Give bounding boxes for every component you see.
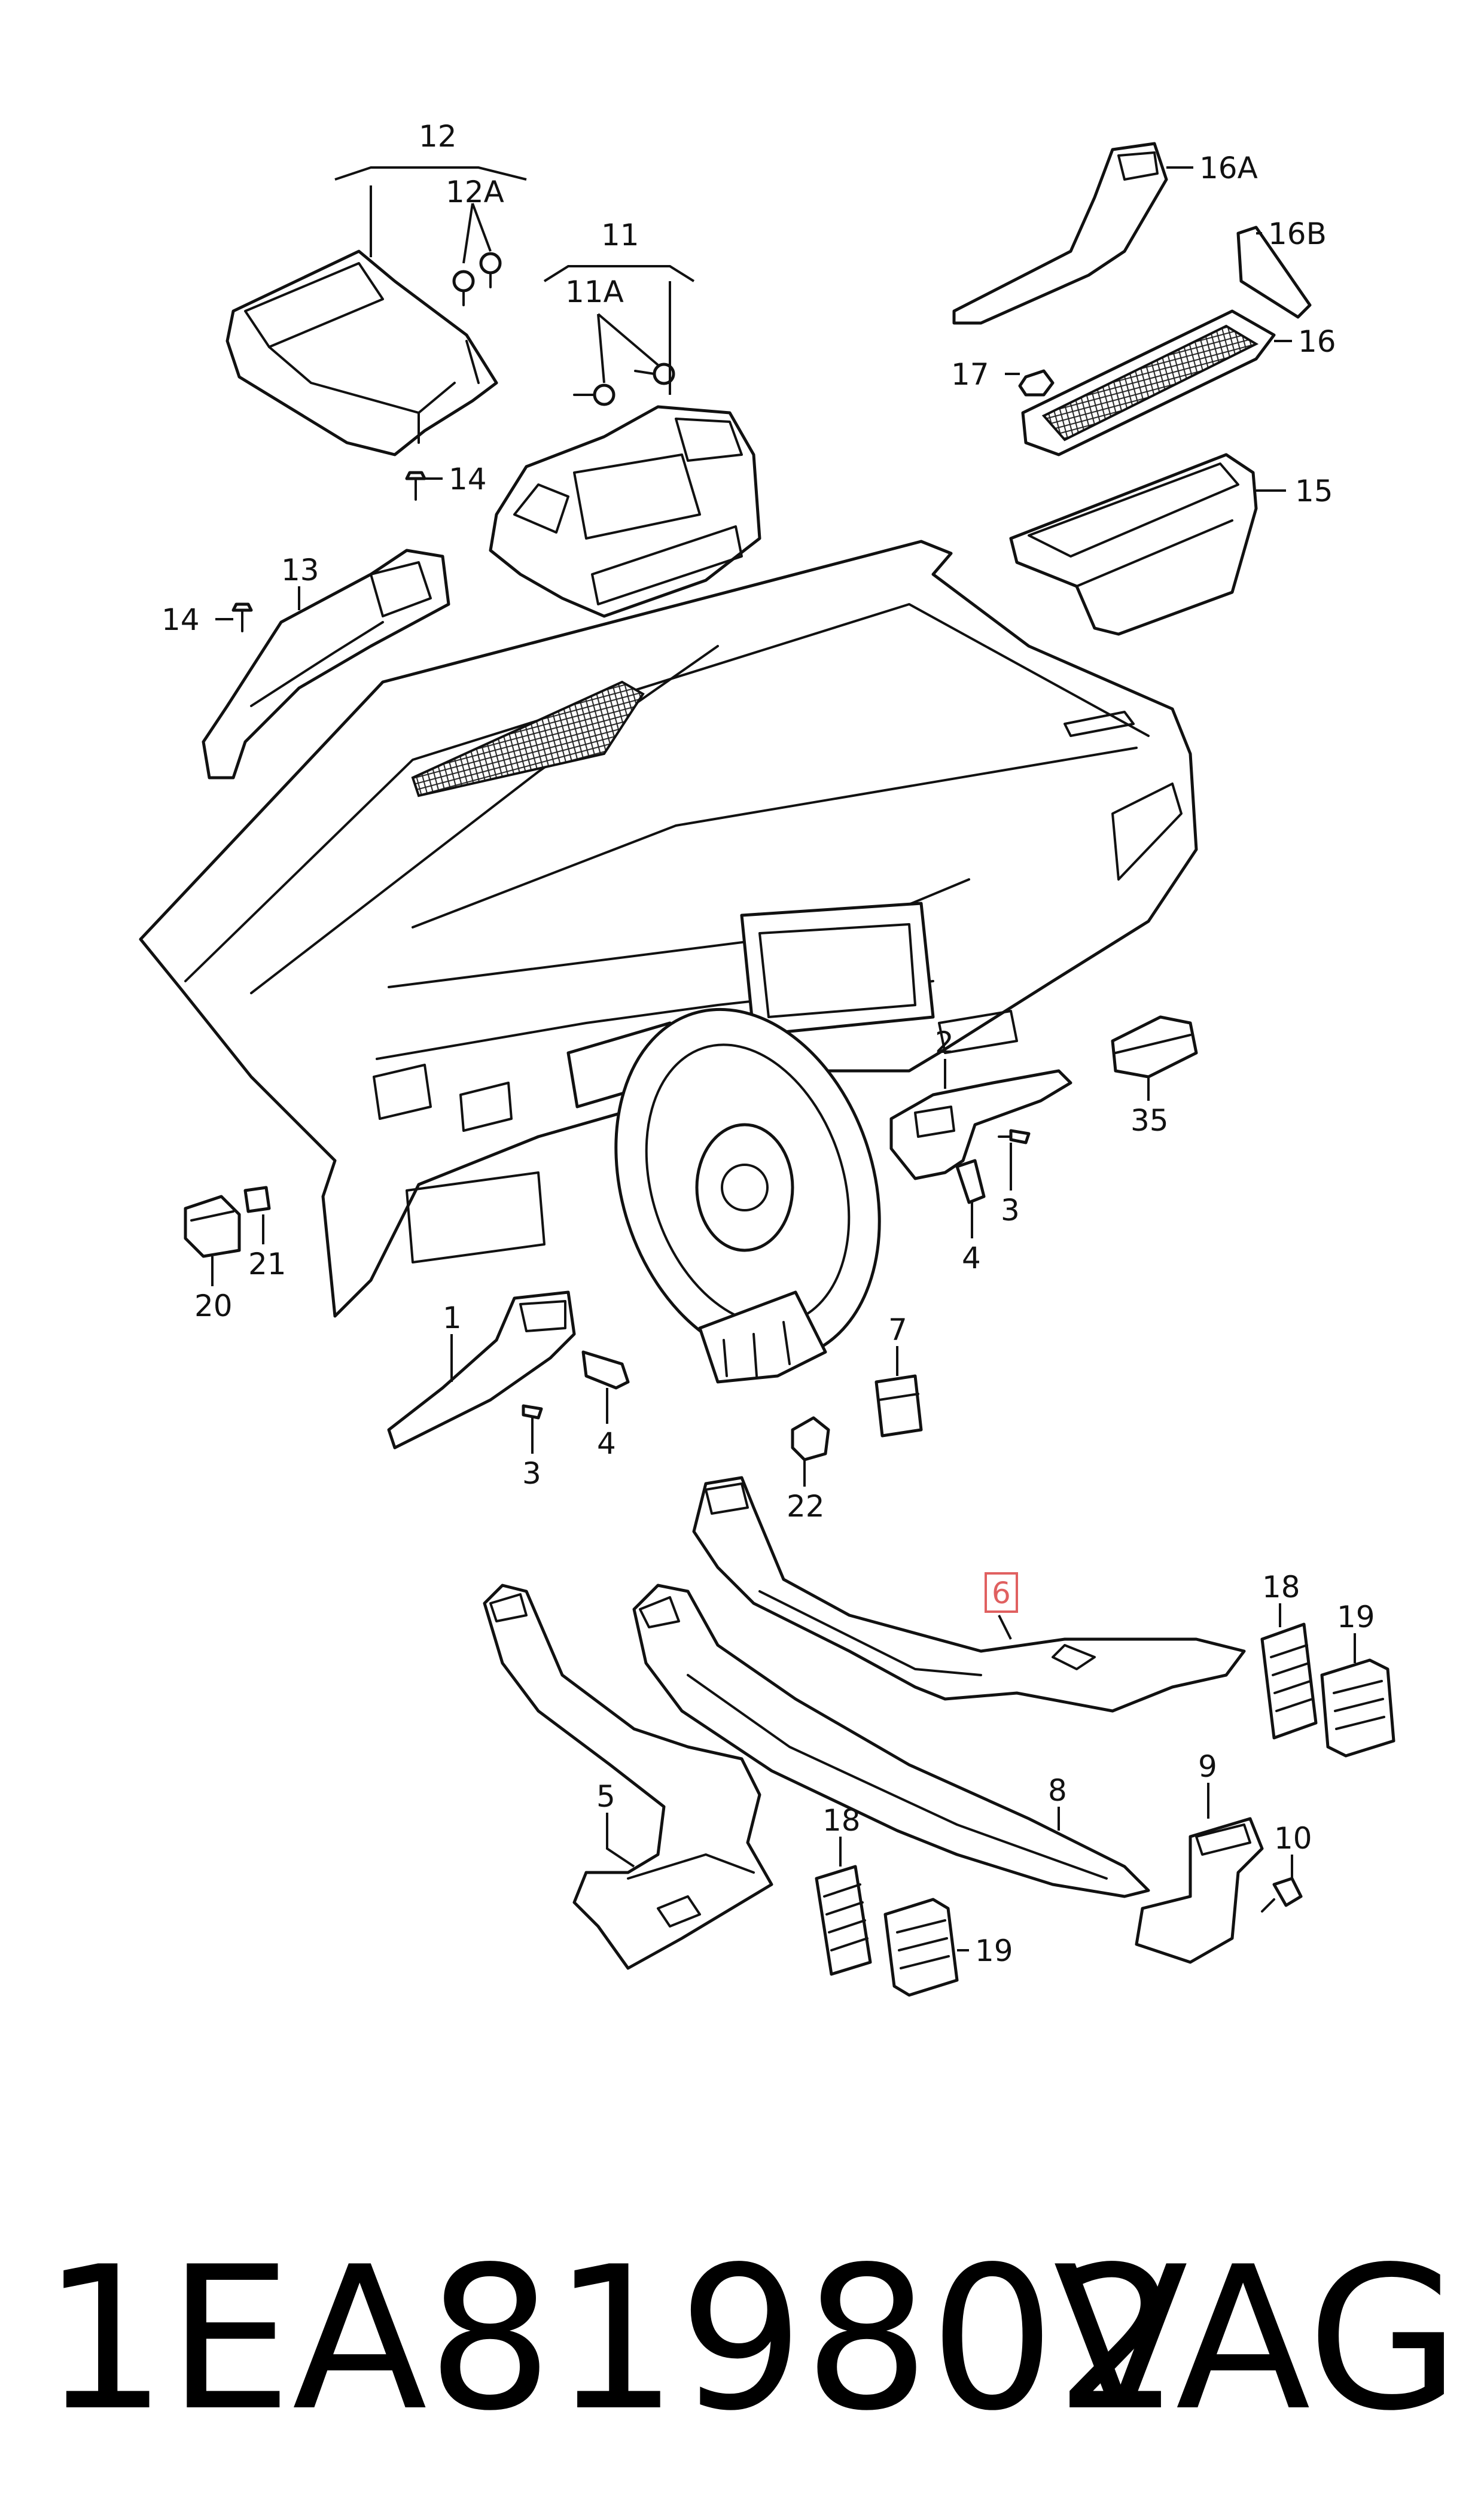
part-3-screw-a bbox=[998, 1129, 1031, 1144]
callout-35: 35 bbox=[1130, 1103, 1169, 1138]
callout-3-lower: 3 bbox=[522, 1456, 541, 1491]
callout-12A: 12A bbox=[446, 175, 504, 209]
part-12A-screws bbox=[452, 252, 502, 306]
brand-name: VAG bbox=[1053, 2224, 1460, 2454]
callout-14-left: 14 bbox=[161, 602, 200, 637]
callout-16B: 16B bbox=[1268, 217, 1327, 251]
part-9-outlet-duct bbox=[1135, 1817, 1264, 1964]
callout-16A: 16A bbox=[1199, 151, 1258, 185]
callout-18-lower: 18 bbox=[822, 1803, 861, 1838]
part-19-vent-a bbox=[1320, 1658, 1395, 1758]
callout-7: 7 bbox=[888, 1313, 907, 1347]
callout-16: 16 bbox=[1298, 324, 1336, 359]
part-12-duct bbox=[226, 249, 498, 456]
part-16A-strip bbox=[952, 142, 1168, 325]
part-16-grille-panel bbox=[1021, 309, 1276, 456]
leader-lines bbox=[211, 166, 1356, 1951]
callout-12: 12 bbox=[419, 119, 457, 154]
callout-19-upper: 19 bbox=[1337, 1600, 1375, 1634]
part-19-vent-b bbox=[883, 1898, 959, 1997]
part-13-side-duct bbox=[202, 549, 450, 780]
callout-11A: 11A bbox=[565, 275, 624, 309]
callout-22: 22 bbox=[787, 1489, 825, 1524]
callout-17: 17 bbox=[951, 357, 989, 392]
callout-1: 1 bbox=[443, 1301, 462, 1335]
callout-11: 11 bbox=[601, 218, 639, 252]
callout-2: 2 bbox=[935, 1025, 954, 1060]
callout-14-top: 14 bbox=[449, 462, 487, 497]
callout-labels: 12 12A 11 11A 16A 16B 16 17 15 14 14 13 … bbox=[161, 119, 1375, 1968]
part-14-screw-a bbox=[405, 471, 426, 501]
part-6-duct bbox=[692, 1476, 1246, 1713]
callout-9: 9 bbox=[1198, 1749, 1217, 1784]
part-7-cap bbox=[874, 1374, 923, 1438]
part-11-vent-housing bbox=[489, 405, 761, 618]
part-14-screw-b bbox=[231, 602, 253, 632]
part-4-clip-b bbox=[581, 1350, 630, 1390]
dashboard-panel bbox=[139, 540, 1198, 1384]
part-4-clip-a bbox=[955, 1159, 986, 1204]
footer: 1EA819802 VAG bbox=[0, 2213, 1484, 2465]
part-15-storage-box bbox=[1009, 453, 1258, 636]
callout-20: 20 bbox=[194, 1289, 233, 1323]
callout-13: 13 bbox=[281, 553, 319, 587]
callout-4-upper: 4 bbox=[962, 1241, 981, 1275]
part-20-connector bbox=[184, 1195, 241, 1258]
callout-3-upper: 3 bbox=[1001, 1193, 1020, 1228]
part-22-clip bbox=[791, 1416, 830, 1462]
part-8-long-duct bbox=[632, 1584, 1150, 1898]
part-11A-screws bbox=[573, 363, 675, 406]
callout-6-highlight-box bbox=[985, 1572, 1018, 1613]
callout-6: 6 bbox=[992, 1576, 1011, 1610]
part-17-nut bbox=[1018, 369, 1055, 397]
callout-15: 15 bbox=[1295, 474, 1333, 509]
part-10-clip bbox=[1261, 1877, 1303, 1913]
callout-21: 21 bbox=[248, 1247, 287, 1281]
part-3-screw-b bbox=[522, 1404, 543, 1434]
part-21-clip bbox=[243, 1186, 271, 1213]
part-16B-wedge bbox=[1236, 226, 1312, 319]
part-5-duct bbox=[483, 1584, 773, 1970]
part-35-module bbox=[1111, 1015, 1198, 1079]
part-2-duct bbox=[889, 1069, 1072, 1180]
callout-4-lower: 4 bbox=[597, 1426, 616, 1461]
part-1-duct bbox=[387, 1290, 576, 1450]
callout-8: 8 bbox=[1048, 1773, 1067, 1808]
callout-5: 5 bbox=[596, 1779, 615, 1814]
part-18-vent-a bbox=[1260, 1622, 1318, 1740]
callout-10: 10 bbox=[1274, 1821, 1312, 1856]
part-number: 1EA819802 bbox=[42, 2224, 1181, 2454]
callout-18-upper: 18 bbox=[1262, 1570, 1300, 1604]
callout-19-lower: 19 bbox=[975, 1934, 1013, 1968]
part-18-vent-b bbox=[815, 1865, 872, 1976]
